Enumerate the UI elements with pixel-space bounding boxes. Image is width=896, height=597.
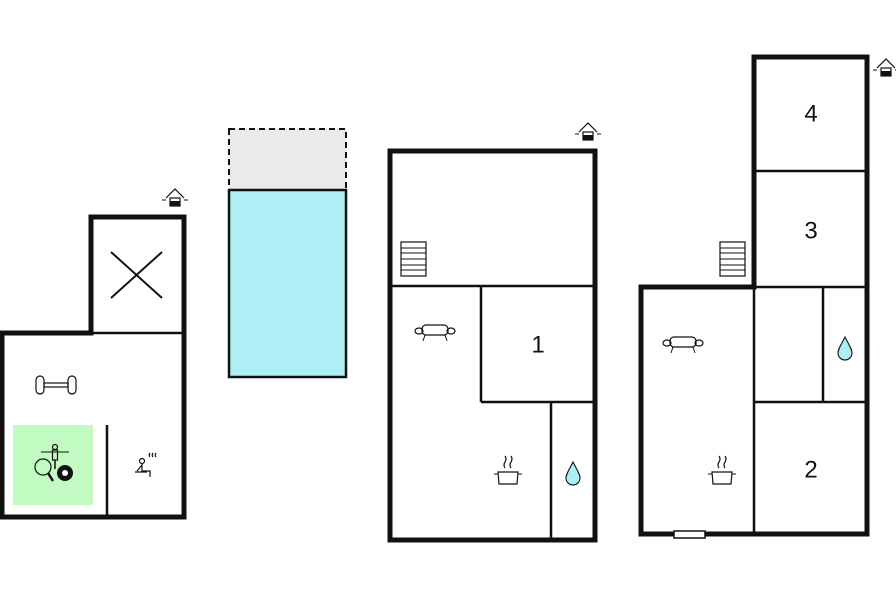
table-tennis-icon — [34, 458, 55, 482]
entrance-icon — [872, 58, 896, 77]
entrance-icon — [574, 122, 602, 141]
sauna-icon — [135, 452, 157, 477]
pool-cover — [228, 128, 347, 191]
billiard-ball-icon — [57, 465, 73, 481]
upper-floor-plan: 4 3 2 — [638, 54, 896, 539]
table-football-icon — [41, 443, 69, 469]
ground-floor-plan: 1 — [387, 122, 602, 543]
room-label: 1 — [531, 331, 544, 358]
stairs-icon — [719, 241, 746, 277]
sofa-icon — [414, 324, 456, 342]
room-label: 4 — [804, 100, 817, 127]
window-icon — [673, 530, 706, 539]
cooking-pot-icon — [493, 455, 523, 485]
room-label: 2 — [804, 456, 817, 483]
water-drop-icon — [837, 336, 853, 361]
void-x-icon — [110, 251, 163, 299]
water-drop-icon — [565, 461, 581, 486]
entrance-icon — [161, 188, 189, 207]
pool-plan — [227, 128, 348, 379]
upper-floor-walls — [638, 54, 870, 537]
dumbbell-icon — [35, 375, 77, 395]
room-label: 3 — [804, 217, 817, 244]
pool — [227, 188, 348, 379]
stairs-icon — [400, 241, 427, 277]
basement-plan — [0, 188, 189, 520]
basement-walls — [0, 214, 187, 520]
sofa-icon — [662, 336, 704, 354]
ground-floor-walls — [387, 148, 598, 543]
cooking-pot-icon — [707, 455, 737, 485]
activity-area — [13, 425, 93, 505]
